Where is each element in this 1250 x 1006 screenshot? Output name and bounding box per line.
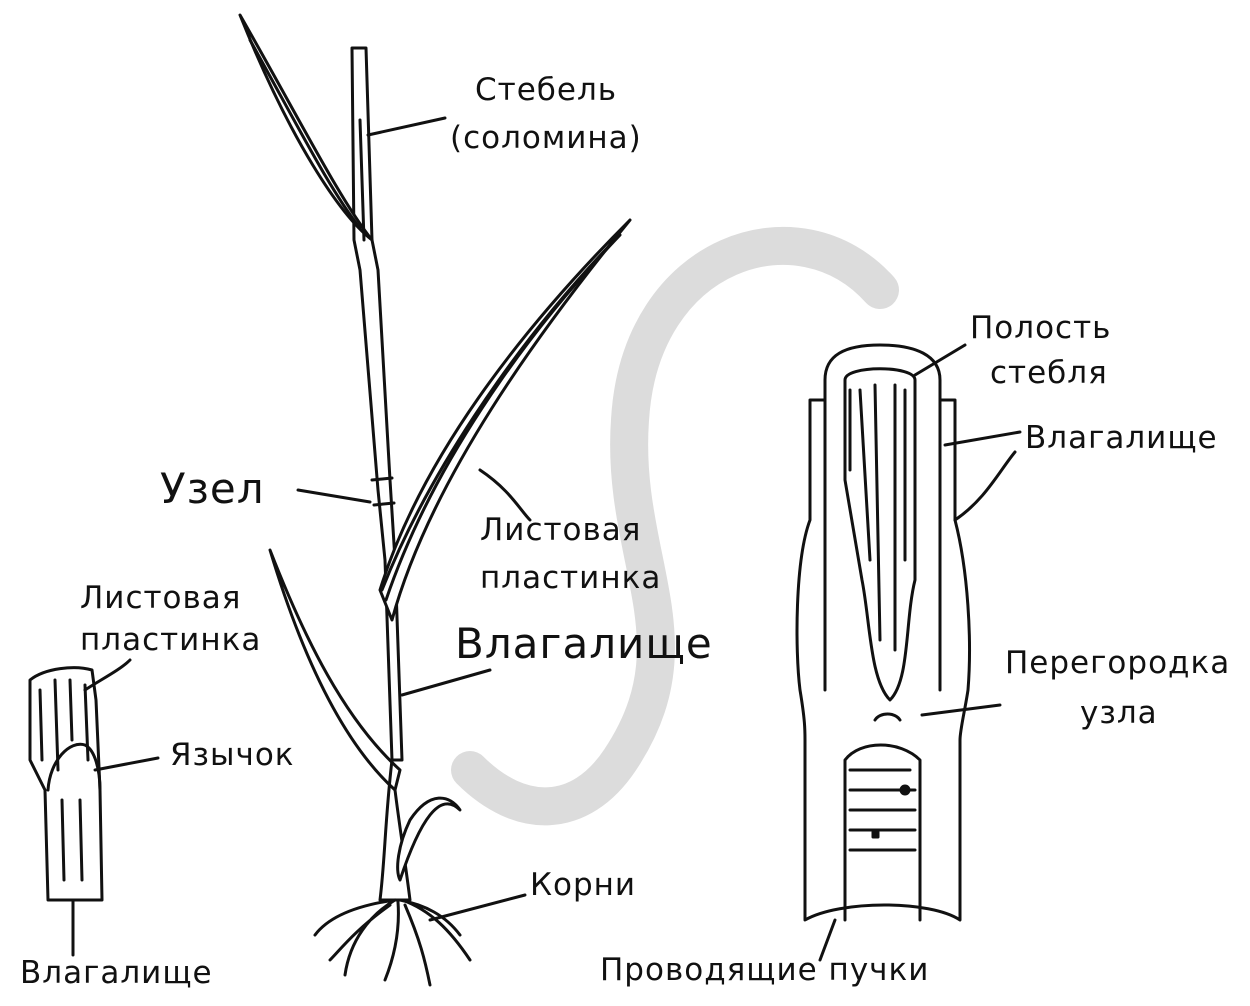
main-plant [238, 13, 632, 987]
label-cavity: Полость [970, 310, 1112, 346]
label-right-sheath: Влагалище [1025, 420, 1218, 456]
ligule-detail [28, 666, 104, 957]
label-stem: Стебель [475, 72, 618, 108]
label-left-leaf-blade-2: пластинка [80, 622, 262, 658]
label-ligule: Язычок [170, 737, 295, 773]
label-leaf-blade: Листовая [480, 512, 642, 548]
label-left-sheath: Влагалище [20, 955, 213, 991]
watermark [451, 226, 899, 826]
label-cavity-2: стебля [990, 355, 1108, 391]
label-left-leaf-blade: Листовая [80, 580, 242, 616]
label-sheath-main: Влагалище [455, 619, 713, 668]
label-septum-2: узла [1080, 695, 1158, 731]
label-leaf-blade-2: пластинка [480, 560, 662, 596]
label-vascular-bundles: Проводящие пучки [600, 952, 930, 988]
label-node: Узел [160, 464, 265, 513]
label-roots: Корни [530, 867, 637, 903]
label-stem-straw: (соломина) [450, 120, 642, 156]
label-septum: Перегородка [1005, 645, 1231, 681]
leader-lines [83, 116, 1022, 962]
stem-section [795, 343, 971, 922]
